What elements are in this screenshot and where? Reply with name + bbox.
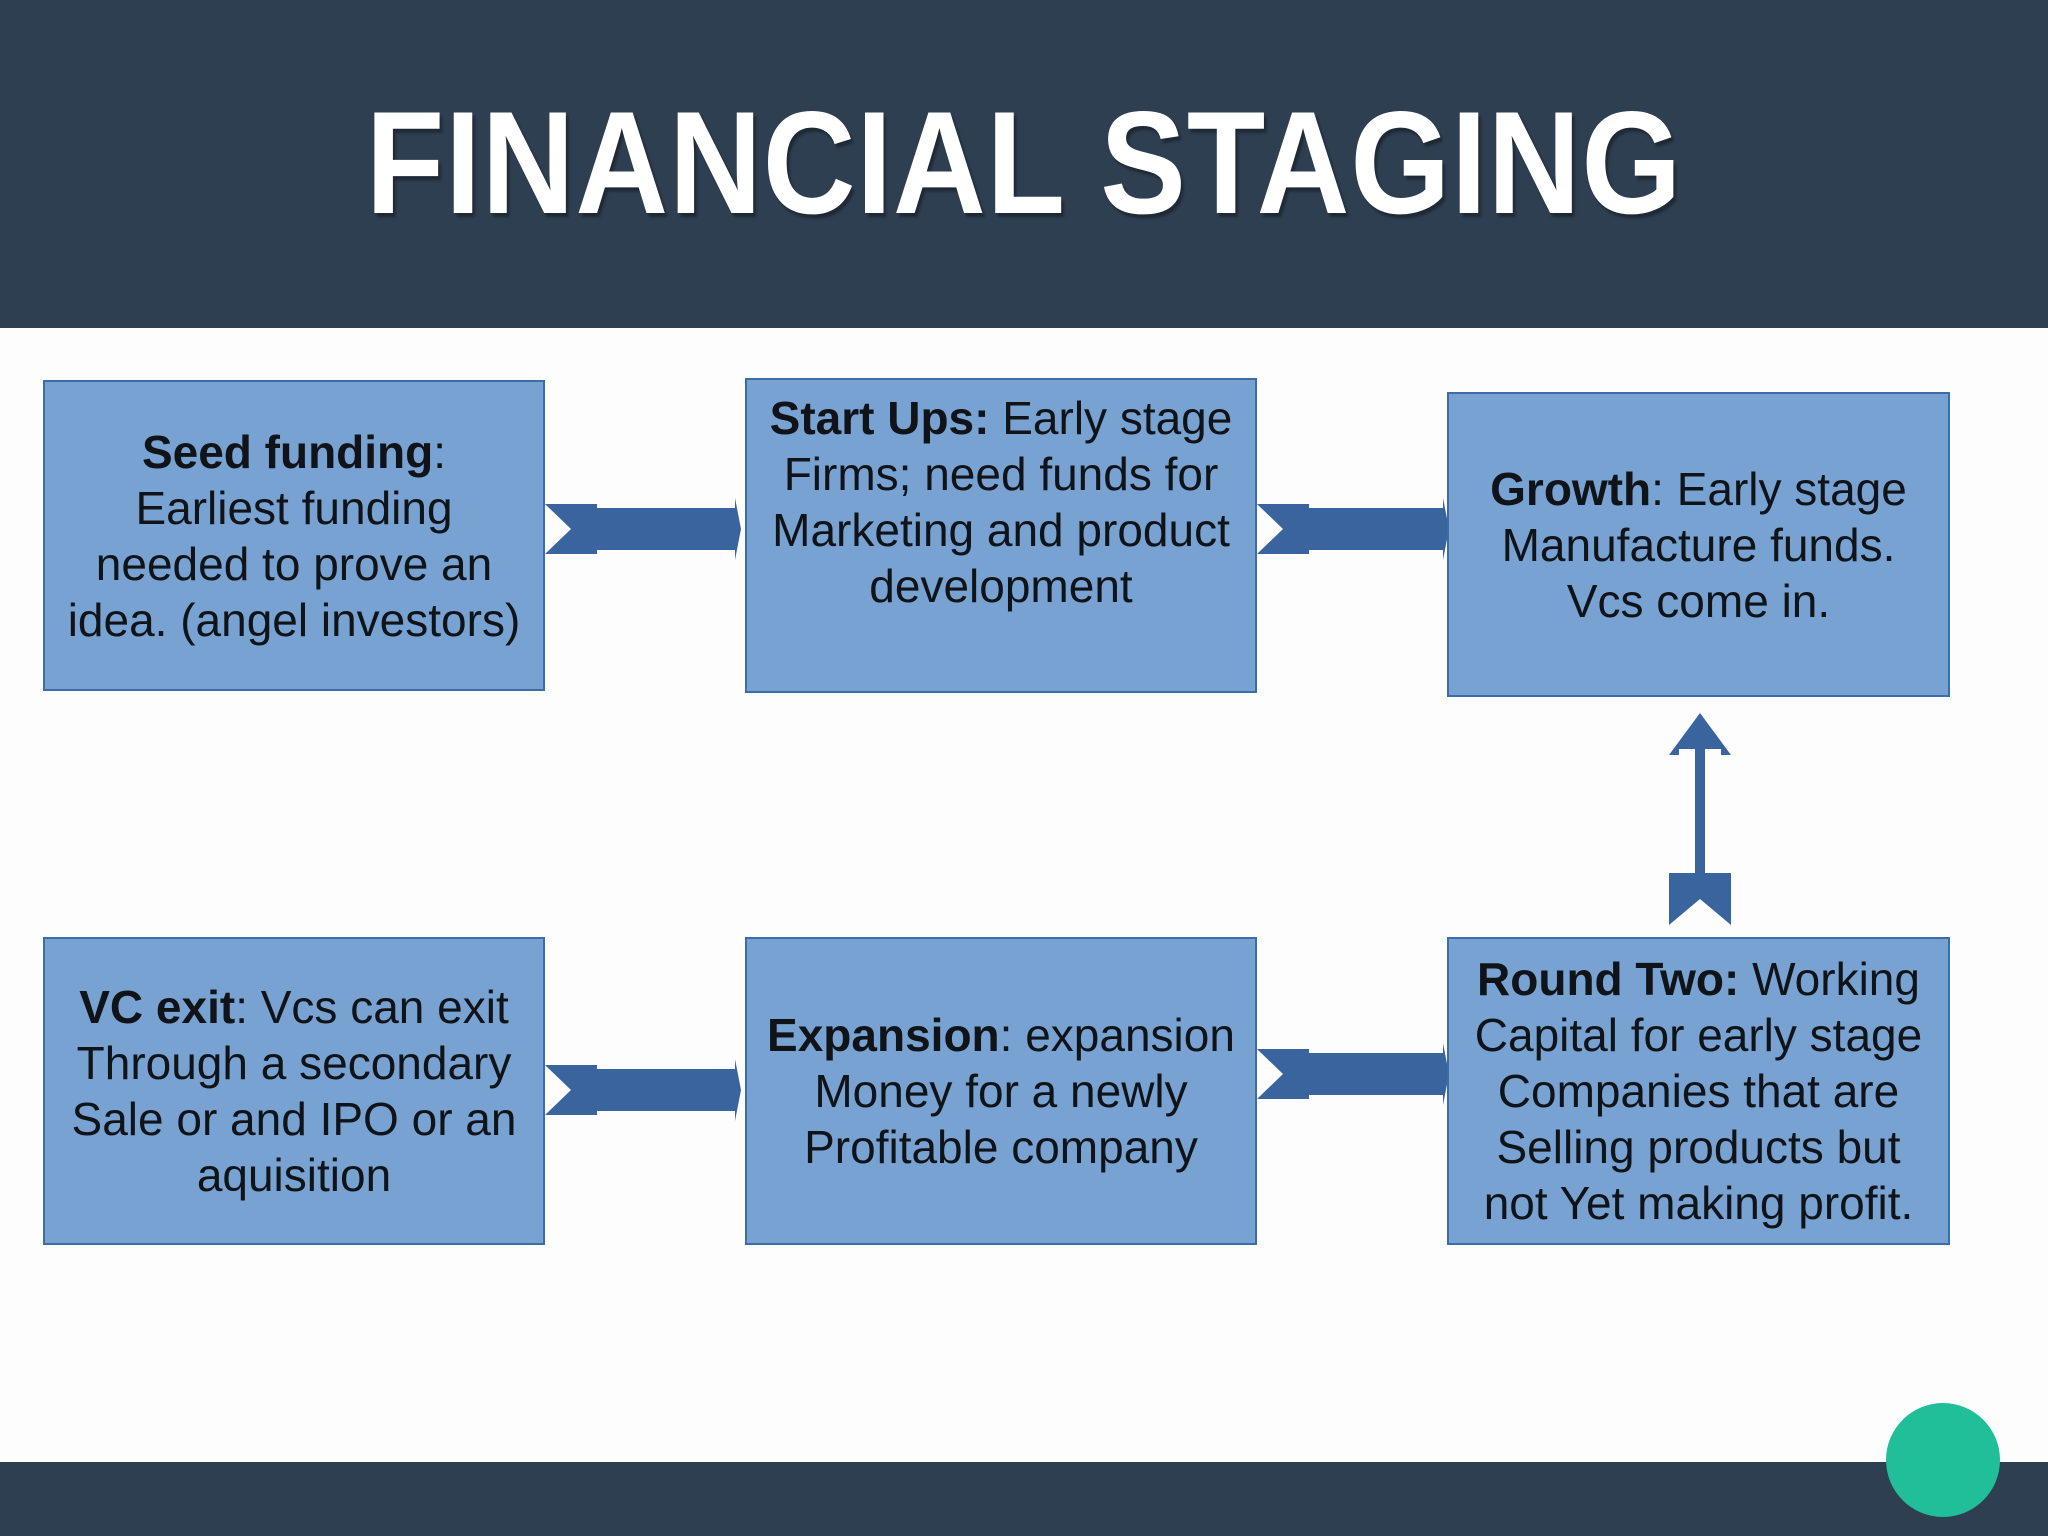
arrow-startups-to-growth-icon [1257, 498, 1449, 560]
page-title: FINANCIAL STAGING [365, 81, 1683, 244]
process-box-seed-funding-heading: Seed funding [141, 425, 434, 478]
process-box-growth-heading: Growth [1490, 462, 1652, 515]
process-box-growth-text: Growth: Early stage Manufacture funds. V… [1463, 461, 1934, 629]
arrow-seed-to-startups-icon [545, 498, 741, 560]
arrow-expansion-to-roundtwo-icon [1257, 1043, 1449, 1105]
footer-banner [0, 1462, 2048, 1536]
process-box-growth[interactable]: Growth: Early stage Manufacture funds. V… [1447, 392, 1950, 697]
process-box-seed-funding-separator: : [433, 425, 447, 478]
arrow-vcexit-to-expansion-icon [545, 1059, 741, 1121]
process-box-start-ups-body: Early stage Firms; need funds for Market… [772, 392, 1233, 612]
process-box-expansion-text: Expansion: expansion Money for a newly P… [761, 1007, 1241, 1175]
process-box-growth-separator: : [1651, 462, 1664, 515]
process-box-vc-exit[interactable]: VC exit: Vcs can exit Through a secondar… [43, 937, 545, 1245]
process-box-expansion-heading: Expansion [767, 1009, 1000, 1061]
process-box-seed-funding-text: Seed funding: Earliest funding needed to… [59, 424, 529, 648]
process-box-vc-exit-separator: : [235, 981, 248, 1033]
process-box-seed-funding[interactable]: Seed funding: Earliest funding needed to… [43, 380, 545, 691]
process-box-round-two-heading: Round Two: [1477, 953, 1740, 1005]
process-box-expansion-body: expansion Money for a newly Profitable c… [804, 1009, 1235, 1173]
process-box-growth-body: Early stage Manufacture funds. Vcs come … [1501, 462, 1907, 627]
arrow-roundtwo-to-growth-icon [1669, 713, 1731, 925]
title-banner [0, 0, 2048, 328]
process-box-start-ups[interactable]: Start Ups: Early stage Firms; need funds… [745, 378, 1257, 693]
process-box-round-two-text: Round Two: Working Capital for early sta… [1463, 951, 1934, 1231]
process-box-seed-funding-body: Earliest funding needed to prove an idea… [67, 481, 521, 646]
process-box-round-two[interactable]: Round Two: Working Capital for early sta… [1447, 937, 1950, 1245]
process-box-start-ups-heading: Start Ups: [769, 392, 990, 444]
process-box-vc-exit-text: VC exit: Vcs can exit Through a secondar… [59, 979, 529, 1203]
process-box-round-two-body: Working Capital for early stage Companie… [1474, 953, 1923, 1229]
process-box-vc-exit-body: Vcs can exit Through a secondary Sale or… [71, 981, 517, 1201]
process-box-expansion-separator: : [999, 1009, 1013, 1061]
process-box-expansion[interactable]: Expansion: expansion Money for a newly P… [745, 937, 1257, 1245]
accent-circle-decoration [1886, 1403, 2000, 1517]
process-box-start-ups-text: Start Ups: Early stage Firms; need funds… [761, 390, 1241, 614]
process-box-vc-exit-heading: VC exit [79, 981, 236, 1033]
